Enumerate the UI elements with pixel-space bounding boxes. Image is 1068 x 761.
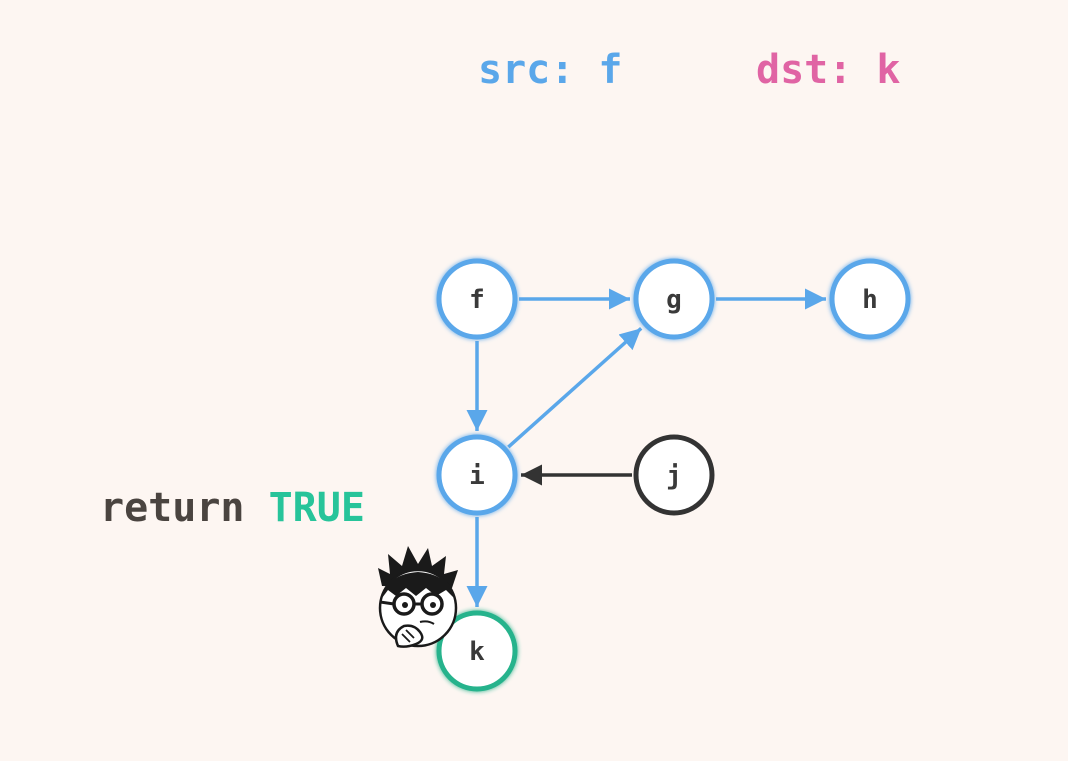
thinking-face-icon bbox=[378, 546, 458, 648]
node-circle-j bbox=[633, 434, 715, 516]
destination-label: dst: k bbox=[756, 44, 901, 96]
edges-layer bbox=[466, 288, 826, 607]
node-label-j: j bbox=[666, 461, 682, 491]
node-circle-i bbox=[436, 434, 518, 516]
node-i: i bbox=[436, 434, 518, 516]
result-statement: return TRUE bbox=[100, 482, 365, 534]
source-value: f bbox=[598, 47, 623, 93]
source-prefix: src: bbox=[478, 47, 599, 93]
destination-prefix: dst: bbox=[756, 47, 877, 93]
node-k: k bbox=[436, 610, 518, 692]
node-label-g: g bbox=[666, 285, 682, 315]
node-label-h: h bbox=[862, 285, 878, 315]
result-value: TRUE bbox=[268, 485, 365, 531]
node-circle-f bbox=[436, 258, 518, 340]
edge-i-g bbox=[507, 327, 643, 449]
node-g: g bbox=[633, 258, 715, 340]
node-f: f bbox=[436, 258, 518, 340]
node-circle-k bbox=[436, 610, 518, 692]
node-circle-g bbox=[633, 258, 715, 340]
node-circle-h bbox=[829, 258, 911, 340]
return-keyword: return bbox=[100, 485, 269, 531]
node-label-f: f bbox=[469, 285, 485, 315]
source-label: src: f bbox=[478, 44, 623, 96]
node-h: h bbox=[829, 258, 911, 340]
node-label-i: i bbox=[469, 461, 485, 491]
node-label-k: k bbox=[469, 637, 485, 667]
nodes-layer: f g h i j k bbox=[436, 258, 911, 692]
node-j: j bbox=[633, 434, 715, 516]
destination-value: k bbox=[876, 47, 901, 93]
